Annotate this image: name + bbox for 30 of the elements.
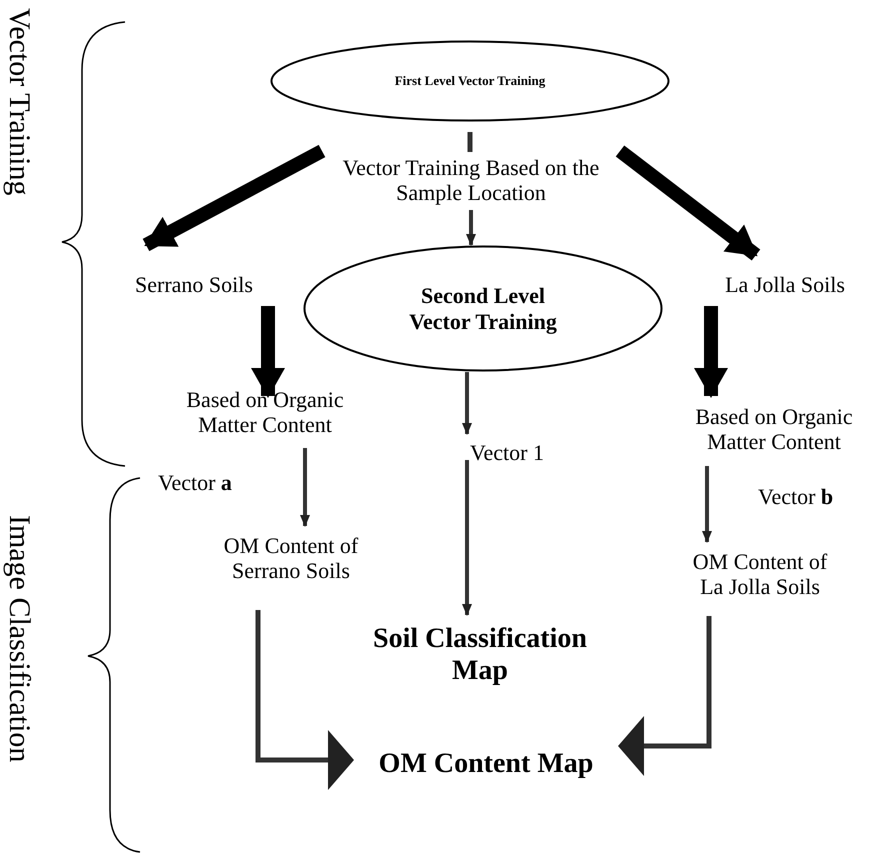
section-label: Vector Training — [2, 8, 36, 196]
arrow — [694, 306, 728, 398]
node-text: La Jolla Soils — [725, 272, 845, 298]
ellipse-node — [270, 40, 670, 122]
arrow — [256, 610, 354, 790]
node-text: Vector 1 — [470, 440, 544, 466]
arrow — [466, 210, 476, 246]
arrow — [702, 466, 712, 543]
section-label: Image Classification — [2, 515, 36, 762]
arrow — [300, 448, 310, 527]
node-text: Based on Organic Matter Content — [694, 404, 854, 454]
node-text: OM Content of La Jolla Soils — [692, 548, 828, 600]
node-text: OM Content Map — [378, 748, 594, 780]
arrow — [616, 145, 760, 261]
vector-label: Vector b — [758, 484, 834, 510]
arrow — [251, 306, 285, 398]
node-text: OM Content of Serrano Soils — [222, 532, 360, 584]
arrow — [462, 372, 472, 435]
arrow — [142, 144, 326, 252]
node-text: First Level Vector Training — [394, 74, 546, 88]
connector-line — [468, 132, 472, 152]
node-text: Soil Classification Map — [372, 622, 588, 688]
arrow — [618, 616, 712, 776]
node-text: Second Level Vector Training — [408, 283, 558, 334]
node-text: Vector Training Based on the Sample Location — [342, 154, 600, 206]
node-text: Serrano Soils — [135, 272, 253, 298]
vector-label: Vector a — [158, 470, 232, 496]
arrow — [462, 460, 472, 616]
node-text: Based on Organic Matter Content — [185, 386, 345, 438]
ellipse-node — [303, 245, 663, 372]
